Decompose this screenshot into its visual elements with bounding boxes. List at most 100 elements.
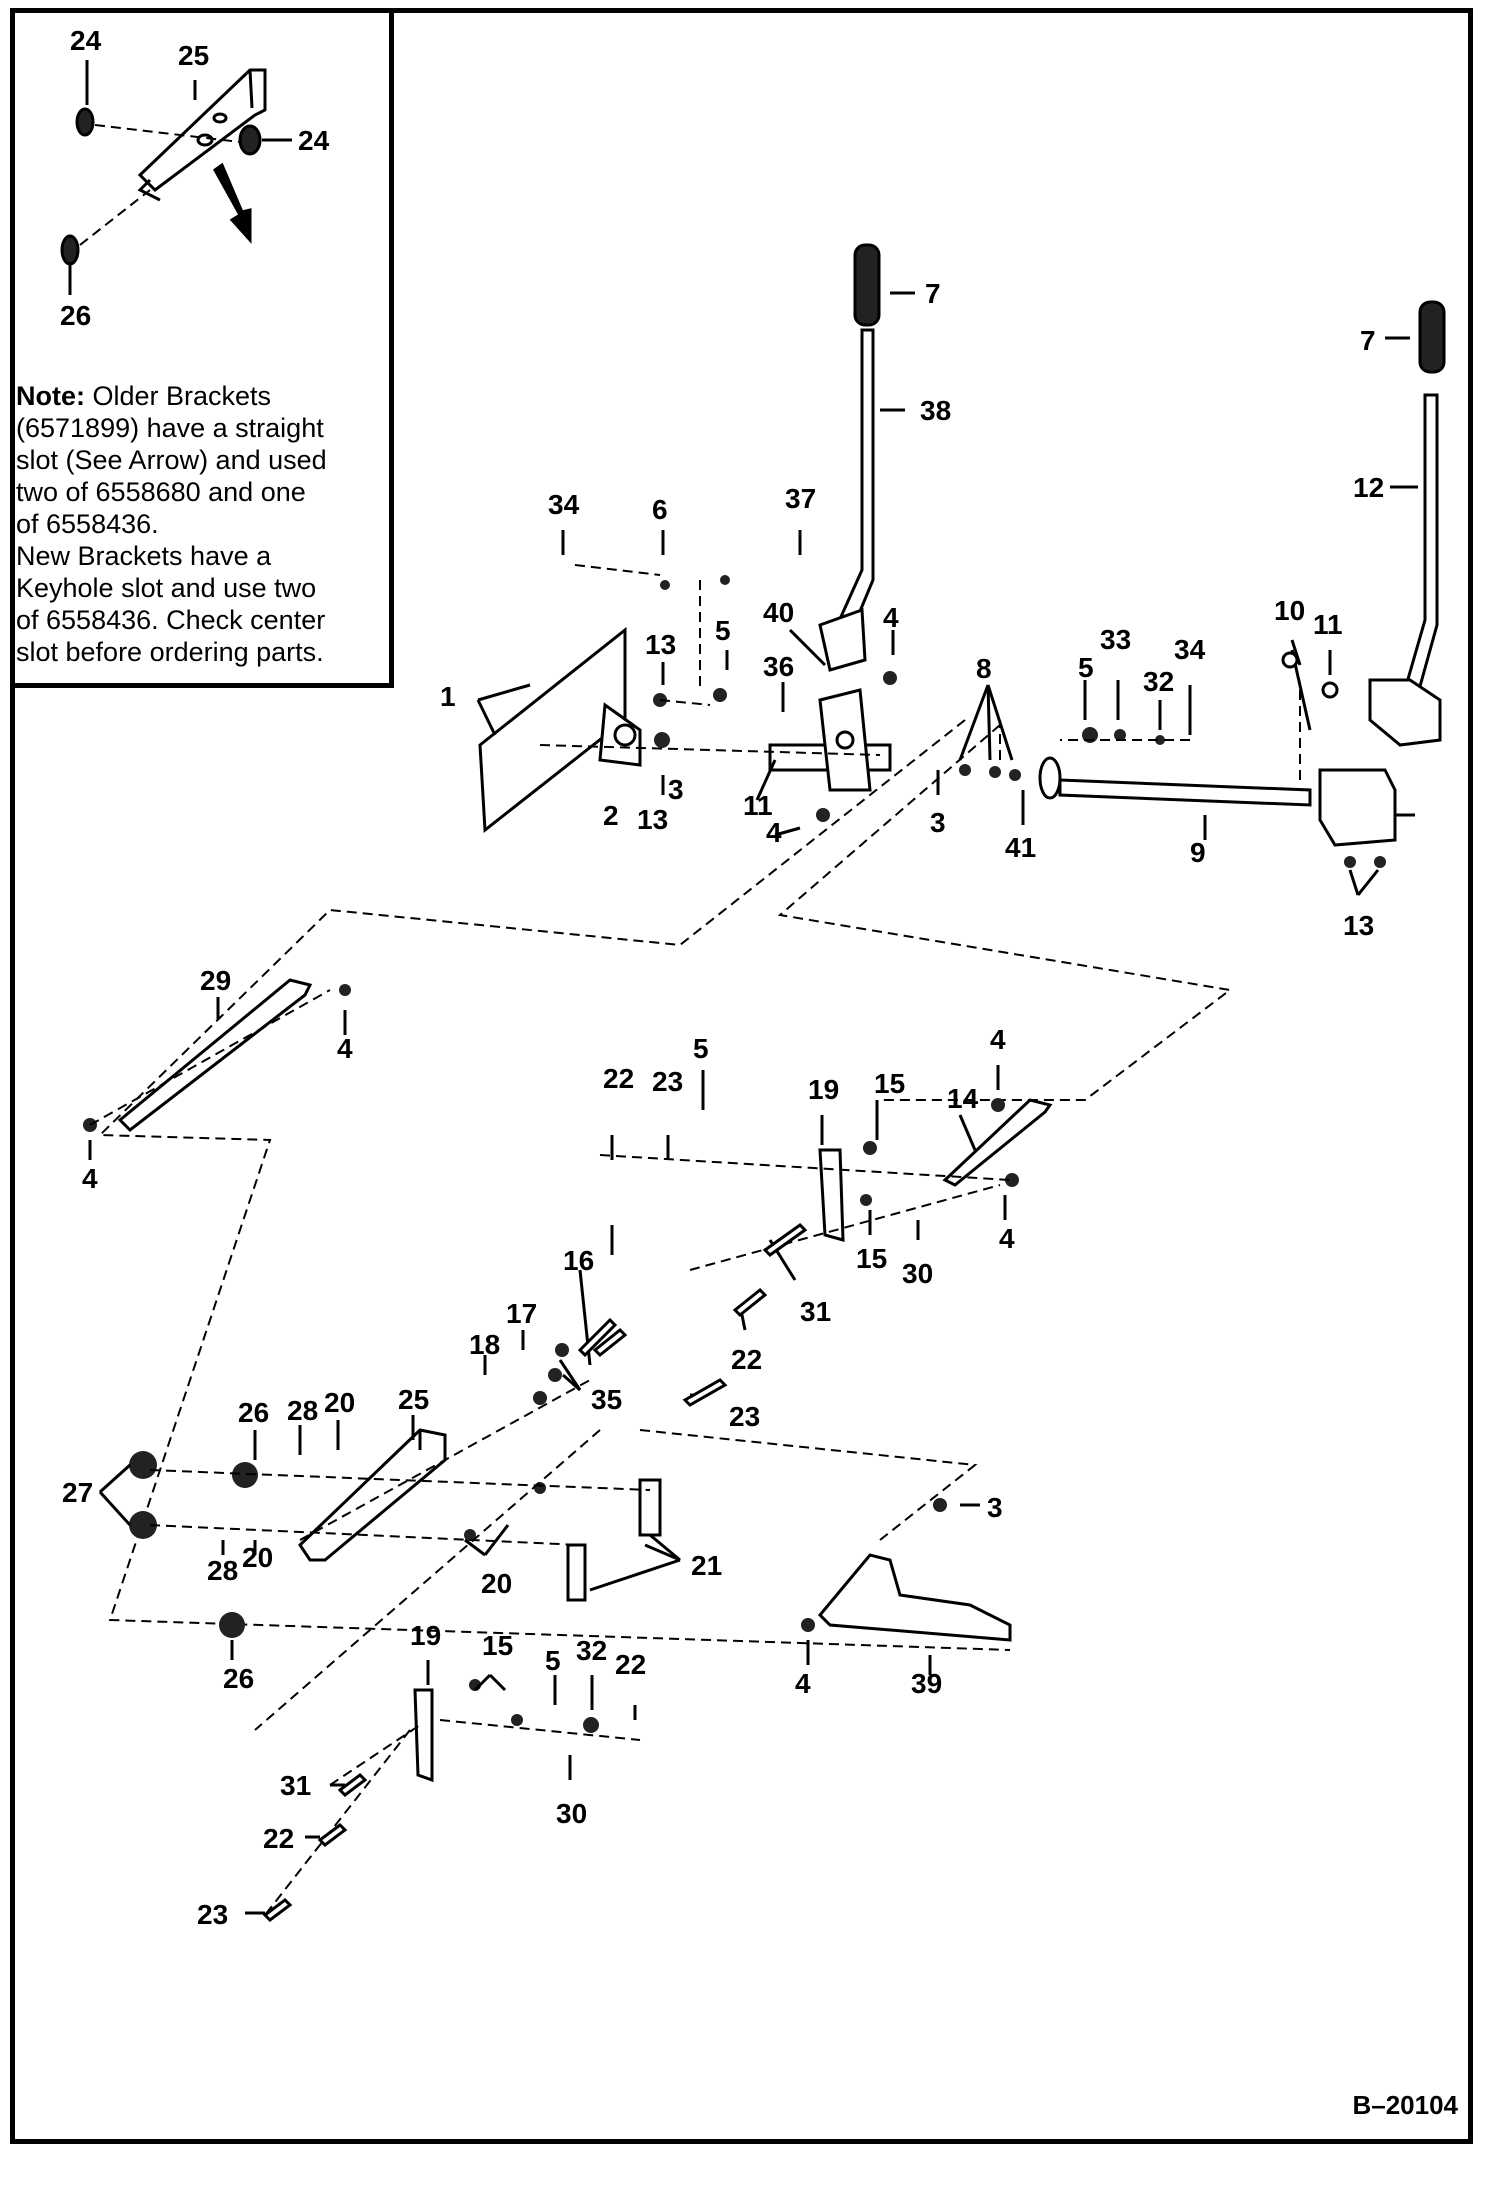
callout-25: 25 [398, 1384, 429, 1415]
callout-23: 23 [197, 1899, 228, 1930]
callout-12: 12 [1353, 472, 1384, 503]
callout-13: 13 [1343, 910, 1374, 941]
callout-24: 24 [70, 25, 102, 56]
callout-15: 15 [874, 1068, 905, 1099]
callout-34: 34 [1174, 634, 1206, 665]
bracket-19-lower [413, 1688, 434, 1783]
bracket-19-upper [818, 1148, 845, 1242]
callout-38: 38 [920, 395, 951, 426]
note-line-5: of 6558436. [16, 509, 159, 539]
callout-4: 4 [883, 602, 899, 633]
callout-26: 26 [60, 300, 91, 331]
callout-6: 6 [652, 494, 668, 525]
callout-2: 2 [603, 800, 619, 831]
callout-20: 20 [324, 1387, 355, 1418]
callout-7: 7 [925, 278, 941, 309]
callout-4: 4 [337, 1033, 353, 1064]
callout-7: 7 [1360, 325, 1376, 356]
callout-15: 15 [856, 1243, 887, 1274]
note-line-6: New Brackets have a [16, 541, 272, 571]
callout-9: 9 [1190, 837, 1206, 868]
block-21a [638, 1478, 662, 1537]
callout-29: 29 [200, 965, 231, 996]
callout-40: 40 [763, 597, 794, 628]
callout-1: 1 [440, 681, 456, 712]
callout-27: 27 [62, 1477, 93, 1508]
callout-5: 5 [545, 1645, 561, 1676]
callout-3: 3 [668, 774, 684, 805]
callout-16: 16 [563, 1245, 594, 1276]
callout-22: 22 [603, 1063, 634, 1094]
note-line-2: (6571899) have a straight [16, 413, 324, 443]
pivot-assembly [768, 688, 892, 792]
control-lever-left [818, 243, 881, 672]
callout-10: 10 [1274, 595, 1305, 626]
callout-3: 3 [930, 807, 946, 838]
callout-14: 14 [947, 1083, 979, 1114]
callout-13: 13 [645, 629, 676, 660]
callout-4: 4 [795, 1668, 811, 1699]
callout-30: 30 [902, 1258, 933, 1289]
callout-25: 25 [178, 40, 209, 71]
callout-4: 4 [82, 1163, 98, 1194]
callout-23: 23 [652, 1066, 683, 1097]
cross-shaft [1038, 756, 1312, 807]
callout-28: 28 [287, 1395, 318, 1426]
callout-39: 39 [911, 1668, 942, 1699]
callout-41: 41 [1005, 832, 1036, 863]
callout-24: 24 [298, 125, 330, 156]
callout-5: 5 [1078, 652, 1094, 683]
callout-labels: 24 25 24 26 7 38 7 12 37 34 6 40 4 5 36 … [60, 25, 1384, 1930]
callout-32: 32 [1143, 666, 1174, 697]
callout-33: 33 [1100, 624, 1131, 655]
note-line-9: slot before ordering parts. [16, 637, 324, 667]
callout-31: 31 [280, 1770, 311, 1801]
mount-plate [478, 626, 642, 833]
note-line-1: Older Brackets [85, 381, 272, 411]
bracket-25-lower [298, 1428, 447, 1562]
callout-18: 18 [469, 1329, 500, 1360]
link-rod-14 [942, 1098, 1053, 1187]
callout-15: 15 [482, 1630, 513, 1661]
callout-37: 37 [785, 483, 816, 514]
inset-bracket-part [60, 68, 267, 266]
note-line-3: slot (See Arrow) and used [16, 445, 327, 475]
block-21b [566, 1543, 587, 1602]
drawing-id: B–20104 [1352, 2090, 1458, 2120]
callout-32: 32 [576, 1635, 607, 1666]
bracket-note: Note: Older Brackets (6571899) have a st… [16, 380, 386, 668]
bracket-39 [817, 1553, 1012, 1642]
note-label: Note: [16, 381, 85, 411]
callout-22: 22 [731, 1344, 762, 1375]
note-line-7: Keyhole slot and use two [16, 573, 317, 603]
note-line-8: of 6558436. Check center [16, 605, 326, 635]
callout-19: 19 [808, 1074, 839, 1105]
callout-21: 21 [691, 1550, 722, 1581]
callout-34: 34 [548, 489, 580, 520]
callout-26: 26 [238, 1397, 269, 1428]
callout-20: 20 [481, 1568, 512, 1599]
callout-13: 13 [637, 804, 668, 835]
callout-20: 20 [242, 1542, 273, 1573]
callout-4: 4 [766, 817, 782, 848]
callout-22: 22 [615, 1649, 646, 1680]
bracket-inset-box [10, 8, 394, 688]
callout-36: 36 [763, 651, 794, 682]
callout-23: 23 [729, 1401, 760, 1432]
control-lever-right [1318, 300, 1446, 847]
callout-30: 30 [556, 1798, 587, 1829]
callout-35: 35 [591, 1384, 622, 1415]
callout-11: 11 [1313, 609, 1343, 640]
callout-17: 17 [506, 1298, 537, 1329]
diagram-frame [10, 8, 1473, 2144]
callout-31: 31 [800, 1296, 831, 1327]
callout-5: 5 [715, 615, 731, 646]
callout-11: 11 [743, 790, 773, 821]
callout-4: 4 [999, 1223, 1015, 1254]
callout-19: 19 [410, 1620, 441, 1651]
callout-4: 4 [990, 1024, 1006, 1055]
callout-26: 26 [223, 1663, 254, 1694]
callout-28: 28 [207, 1555, 238, 1586]
callout-8: 8 [976, 653, 992, 684]
